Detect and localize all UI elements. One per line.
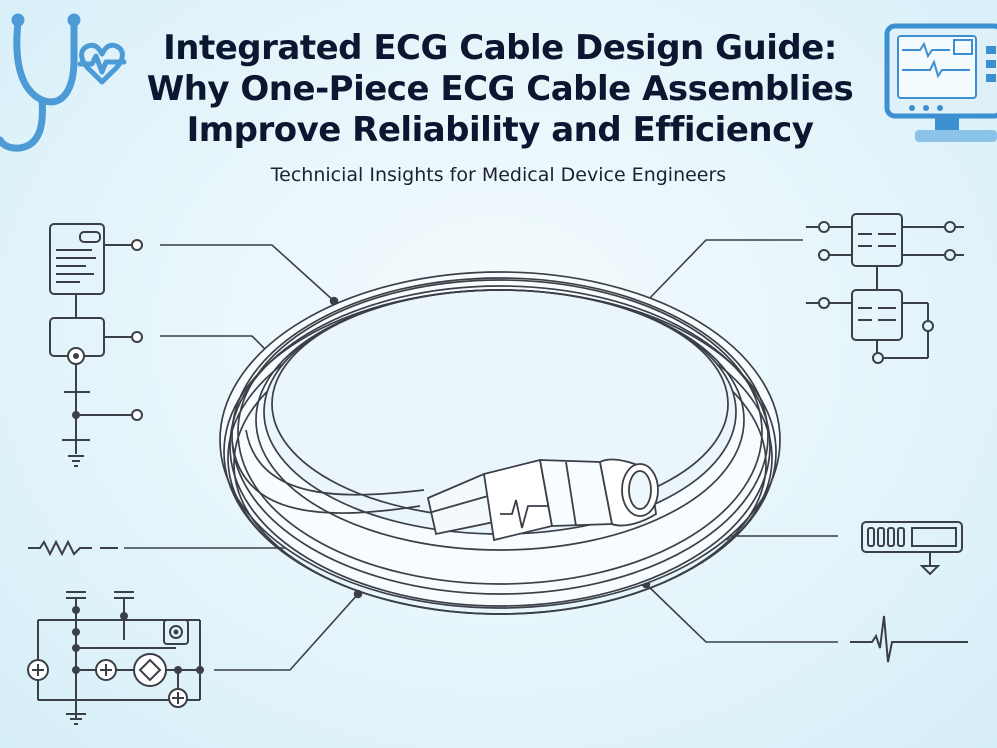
coiled-ecg-cable — [219, 271, 781, 615]
left-schematic — [27, 223, 204, 725]
bottom-left-circuit — [27, 591, 204, 725]
stethoscope-icon — [0, 13, 81, 152]
title-line-2: Why One-Piece ECG Cable Assemblies — [146, 69, 854, 109]
patient-monitor-icon — [884, 23, 997, 142]
title-line-1: Integrated ECG Cable Design Guide: — [163, 28, 837, 68]
logic-block-top — [851, 213, 903, 267]
page-subtitle: Technicial Insights for Medical Device E… — [270, 164, 727, 186]
right-schematic — [806, 213, 968, 663]
ground-symbol-icon — [62, 439, 90, 467]
logic-block-bottom — [851, 289, 903, 341]
cable-connector-plug — [426, 458, 659, 542]
resistor-icon — [28, 539, 92, 557]
title-line-3: Improve Reliability and Efficiency — [186, 110, 814, 150]
connector-module — [861, 521, 963, 553]
ecg-waveform-icon — [850, 615, 968, 663]
heart-pulse-icon — [77, 42, 127, 85]
page-title: Integrated ECG Cable Design Guide: Why O… — [80, 28, 920, 151]
